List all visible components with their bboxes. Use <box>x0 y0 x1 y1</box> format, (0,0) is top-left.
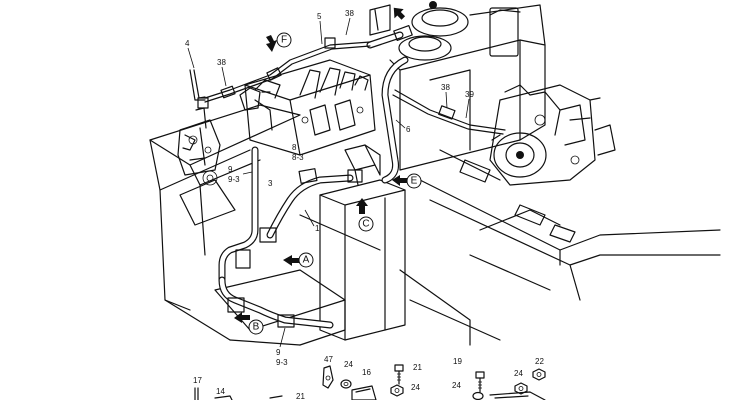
svg-text:C: C <box>362 219 369 230</box>
svg-text:5: 5 <box>317 12 322 21</box>
part-label-14: 14 <box>216 387 225 396</box>
part-label-21-b: 21 <box>296 392 305 400</box>
part-label-6: 6 <box>395 119 411 134</box>
clamp-47 <box>322 365 334 389</box>
svg-text:16: 16 <box>362 368 371 377</box>
callout-view-a: A <box>298 252 314 268</box>
svg-text:47: 47 <box>324 355 333 364</box>
hydraulic-hoses <box>189 24 506 329</box>
svg-text:9: 9 <box>228 165 233 174</box>
part-label-38-right: 38 <box>441 83 450 109</box>
part-label-39: 39 <box>465 90 474 119</box>
svg-text:38: 38 <box>217 58 226 67</box>
svg-text:9-3: 9-3 <box>228 175 240 184</box>
arrow-b <box>234 312 250 323</box>
bolt-21-a <box>394 364 404 385</box>
part-label-24-a: 24 <box>344 360 353 369</box>
svg-text:38: 38 <box>345 9 354 18</box>
svg-text:9: 9 <box>276 348 281 357</box>
arrow-e <box>392 175 408 186</box>
part-label-4: 4 <box>185 39 195 69</box>
part-label-47: 47 <box>324 355 333 364</box>
svg-text:B: B <box>253 322 260 333</box>
part-label-38-left: 38 <box>217 58 226 87</box>
svg-text:24: 24 <box>344 360 353 369</box>
direction-arrows <box>234 7 408 323</box>
part-label-16: 16 <box>362 368 371 377</box>
svg-text:9-3: 9-3 <box>276 358 288 367</box>
part-label-22: 22 <box>535 357 544 366</box>
part-label-24-d: 24 <box>514 369 523 378</box>
svg-text:24: 24 <box>411 383 420 392</box>
svg-text:39: 39 <box>465 90 474 99</box>
pipe-17 <box>194 387 199 400</box>
part-label-9-bottom: 9 9-3 <box>276 327 288 367</box>
svg-text:F: F <box>281 35 287 46</box>
svg-text:A: A <box>303 255 310 266</box>
svg-text:24: 24 <box>514 369 523 378</box>
view-callouts: A B C E F <box>248 32 422 335</box>
svg-text:17: 17 <box>193 376 202 385</box>
svg-text:38: 38 <box>441 83 450 92</box>
svg-text:14: 14 <box>216 387 225 396</box>
part-label-19: 19 <box>453 357 462 366</box>
part-label-24-c: 24 <box>452 381 461 390</box>
arrow-c <box>356 198 368 214</box>
svg-text:3: 3 <box>268 179 273 188</box>
clamp-16 <box>351 385 377 400</box>
part-label-1: 1 <box>304 209 320 233</box>
part-label-5: 5 <box>317 12 323 45</box>
washer-24-a <box>340 379 352 389</box>
hydraulic-pump <box>489 84 616 186</box>
part-labels: 4 5 38 38 38 39 6 8 8-3 <box>185 9 544 400</box>
svg-text:4: 4 <box>185 39 190 48</box>
callout-view-e: E <box>406 173 422 189</box>
nut-24-d <box>514 382 528 395</box>
svg-text:19: 19 <box>453 357 462 366</box>
clamp-14 <box>214 395 233 400</box>
svg-text:24: 24 <box>452 381 461 390</box>
arrow-f <box>266 35 277 52</box>
bolt-21-b <box>269 395 283 399</box>
part-label-8: 8 8-3 <box>292 143 304 162</box>
hydraulic-tank <box>369 1 546 171</box>
washer-24-c <box>472 391 484 400</box>
callout-view-f: F <box>276 32 292 48</box>
part-label-17: 17 <box>193 376 202 385</box>
svg-text:21: 21 <box>413 363 422 372</box>
nut-24-b <box>390 384 404 397</box>
callout-view-c: C <box>358 216 374 232</box>
arrow-top <box>393 7 406 20</box>
nut-22 <box>532 368 546 381</box>
machine-frame <box>149 104 721 346</box>
svg-text:8-3: 8-3 <box>292 153 304 162</box>
exploded-fasteners <box>194 364 546 400</box>
svg-text:E: E <box>411 176 418 187</box>
part-label-24-b: 24 <box>411 383 420 392</box>
svg-text:8: 8 <box>292 143 297 152</box>
svg-text:1: 1 <box>315 224 320 233</box>
svg-text:21: 21 <box>296 392 305 400</box>
part-label-38-top: 38 <box>345 9 354 36</box>
svg-text:6: 6 <box>406 125 411 134</box>
control-valve <box>239 59 376 156</box>
bolt-19 <box>475 371 485 393</box>
callout-view-b: B <box>248 319 264 335</box>
svg-text:22: 22 <box>535 357 544 366</box>
part-label-9-top: 9 9-3 <box>228 165 253 184</box>
swing-motor <box>177 107 221 176</box>
part-label-3: 3 <box>268 179 273 188</box>
arrow-a <box>283 255 300 266</box>
part-label-21-a: 21 <box>413 363 422 372</box>
bracket-bottom <box>489 391 546 400</box>
